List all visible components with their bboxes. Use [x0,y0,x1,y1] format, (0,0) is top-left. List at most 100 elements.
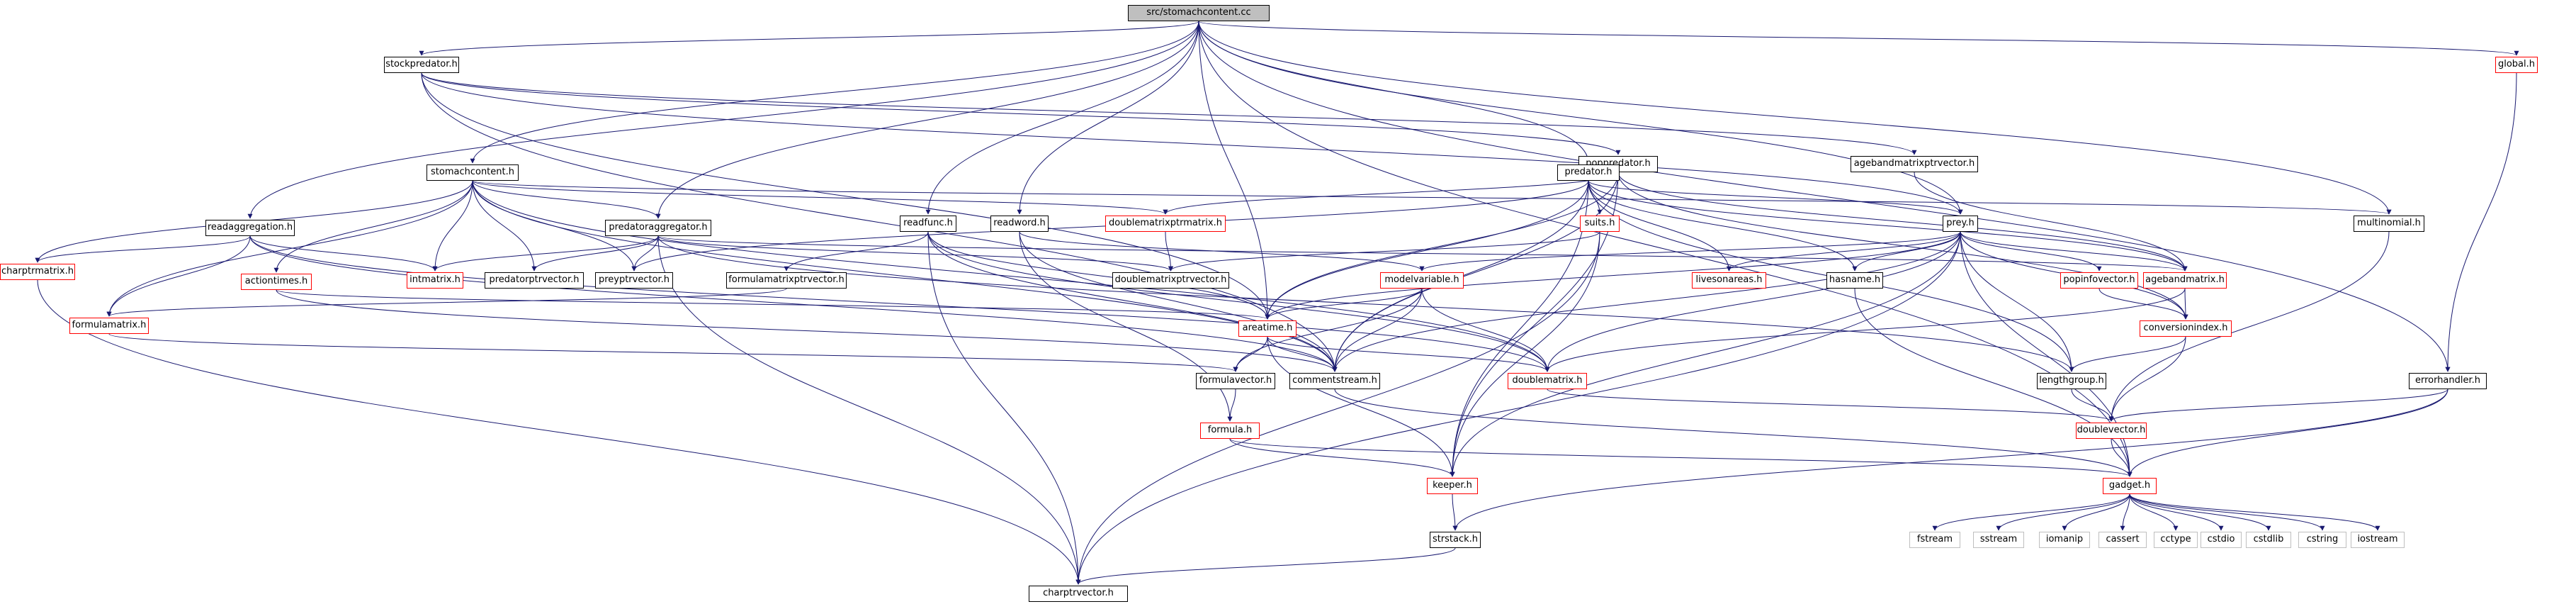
edge-actiontimes-to-commentstream [276,289,1338,372]
node-modelvariable[interactable]: modelvariable.h [1380,272,1464,289]
edge-prey-to-agebandmatrix [1960,231,2188,272]
node-charptrvector[interactable]: charptrvector.h [1029,586,1128,602]
edge-poppredator-to-commentstream [1332,172,1619,372]
edge-prey-to-keeper [1450,231,1961,477]
edge-formulamatrixptrvector-to-formulamatrix [106,288,787,317]
edge-prey-to-charptrvector [1075,231,1961,585]
edge-popinfovector-to-conversionindex [2098,288,2188,320]
node-stockpredator[interactable]: stockpredator.h [384,57,459,73]
node-formulamatrixptrvector[interactable]: formulamatrixptrvector.h [726,272,847,289]
edge-stomachcontent-to-predatoraggregator [472,180,661,219]
edge-gadget-to-cstdlib [2129,493,2271,531]
node-gadget[interactable]: gadget.h [2103,478,2157,494]
node-formulamatrix[interactable]: formulamatrix.h [69,318,149,334]
node-doublematrix[interactable]: doublematrix.h [1508,373,1587,389]
node-popinfovector[interactable]: popinfovector.h [2060,272,2138,289]
edge-predator-to-agebandmatrix [1588,180,2188,272]
edge-gadget-to-cstdio [2129,493,2224,531]
edge-formula-to-gadget [1229,438,2132,477]
node-areatime[interactable]: areatime.h [1238,320,1297,337]
edge-agebandmatrix-to-conversionindex [2183,288,2188,320]
node-readfunc[interactable]: readfunc.h [900,216,956,232]
node-preyptrvector[interactable]: preyptrvector.h [595,272,673,289]
node-cctype: cctype [2154,532,2198,548]
node-global[interactable]: global.h [2495,57,2538,73]
edge-readfunc-to-doublematrix [927,231,1550,372]
node-readaggregation[interactable]: readaggregation.h [205,220,295,236]
edge-formulamatrix-to-formulavector [108,333,1238,372]
node-charptrmatrix[interactable]: charptrmatrix.h [0,264,75,280]
node-predatoraggregator[interactable]: predatoraggregator.h [605,220,711,236]
node-actiontimes[interactable]: actiontimes.h [241,274,312,290]
node-prey[interactable]: prey.h [1943,216,1978,232]
node-doublematrixptrvector[interactable]: doublematrixptrvector.h [1112,272,1229,289]
edge-prey-to-doublematrix [1544,231,1961,372]
edge-doublematrix-to-doublevector [1547,389,2114,422]
edge-errorhandler-to-doublevector [2108,389,2448,422]
edge-agebandmatrixptrvector-to-agebandmatrix [1914,172,2188,272]
edge-keeper-to-strstack [1452,493,1458,531]
edge-predator-to-livesonareas [1588,180,1732,272]
node-hasname[interactable]: hasname.h [1826,272,1883,289]
node-conversionindex[interactable]: conversionindex.h [2140,320,2232,337]
node-predator[interactable]: predator.h [1557,164,1620,181]
node-doublevector[interactable]: doublevector.h [2076,423,2147,439]
node-lengthgroup[interactable]: lengthgroup.h [2037,373,2106,389]
edge-gadget-to-iostream [2129,493,2380,531]
edge-areatime-to-keeper [1267,336,1455,477]
edge-commentstream-to-gadget [1334,389,2132,477]
edge-predatoraggregator-to-predatorptrvector [531,235,659,272]
edge-readfunc-to-charptrvector [927,231,1081,585]
edge-poppredator-to-doublematrixptrmatrix [1163,172,1619,215]
node-strstack[interactable]: strstack.h [1430,532,1481,548]
edge-stomachcontent-to-intmatrix [432,180,473,272]
edge-stomachcontent-to-doublematrixptrmatrix [472,180,1168,215]
node-agebandmatrixptrvector[interactable]: agebandmatrixptrvector.h [1851,156,1978,172]
edge-modelvariable-to-formulavector [1233,288,1423,372]
edge-root-to-stockpredator [419,21,1199,56]
edge-doublematrixptrmatrix-to-doublematrixptrvector [1165,231,1173,272]
edge-conversionindex-to-lengthgroup [2069,336,2186,372]
edge-readfunc-to-commentstream [927,231,1338,372]
edge-predatoraggregator-to-intmatrix [432,235,659,272]
node-stomachcontent[interactable]: stomachcontent.h [426,164,519,181]
node-formula[interactable]: formula.h [1200,423,1260,439]
edge-prey-to-commentstream [1332,231,1961,372]
edge-multinomial-to-doublevector [2108,231,2390,422]
node-iomanip: iomanip [2039,532,2090,548]
node-cstdlib: cstdlib [2246,532,2291,548]
node-suits[interactable]: suits.h [1580,216,1620,232]
edge-prey-to-areatime [1265,231,1961,320]
node-predatorptrvector[interactable]: predatorptrvector.h [485,272,584,289]
node-errorhandler[interactable]: errorhandler.h [2409,373,2487,389]
edge-hasname-to-gadget [1854,288,2132,477]
node-root[interactable]: src/stomachcontent.cc [1128,5,1270,21]
node-keeper[interactable]: keeper.h [1427,478,1478,494]
edge-stomachcontent-to-formulamatrix [106,180,473,317]
edge-root-to-readfunc [925,21,1199,215]
edge-poppredator-to-conversionindex [1617,172,2188,320]
node-livesonareas[interactable]: livesonareas.h [1692,272,1766,289]
node-formulavector[interactable]: formulavector.h [1196,373,1275,389]
edge-suits-to-charptrvector [1075,231,1600,585]
edge-stockpredator-to-agebandmatrixptrvector [421,72,1917,155]
edge-predator-to-keeper [1450,180,1589,477]
node-commentstream[interactable]: commentstream.h [1289,373,1380,389]
edge-readaggregation-to-charptrmatrix [35,235,251,263]
edge-prey-to-lengthgroup [1960,231,2074,372]
node-multinomial[interactable]: multinomial.h [2354,216,2424,232]
edge-gadget-to-cassert [2120,493,2130,531]
node-readword[interactable]: readword.h [990,216,1049,232]
node-agebandmatrix[interactable]: agebandmatrix.h [2143,272,2227,289]
edge-stomachcontent-to-doublematrix [472,180,1550,372]
edge-predatoraggregator-to-charptrvector [657,235,1081,585]
edge-areatime-to-formulavector [1233,336,1268,372]
edge-prey-to-hasname [1852,231,1961,272]
edge-gadget-to-cctype [2129,493,2179,531]
edge-areatime-to-doublematrix [1267,336,1550,372]
node-fstream: fstream [1909,532,1960,548]
node-doublematrixptrmatrix[interactable]: doublematrixptrmatrix.h [1105,216,1226,232]
node-intmatrix[interactable]: intmatrix.h [407,272,463,289]
node-cstdio: cstdio [2201,532,2242,548]
edge-root-to-prey [1198,21,1963,215]
